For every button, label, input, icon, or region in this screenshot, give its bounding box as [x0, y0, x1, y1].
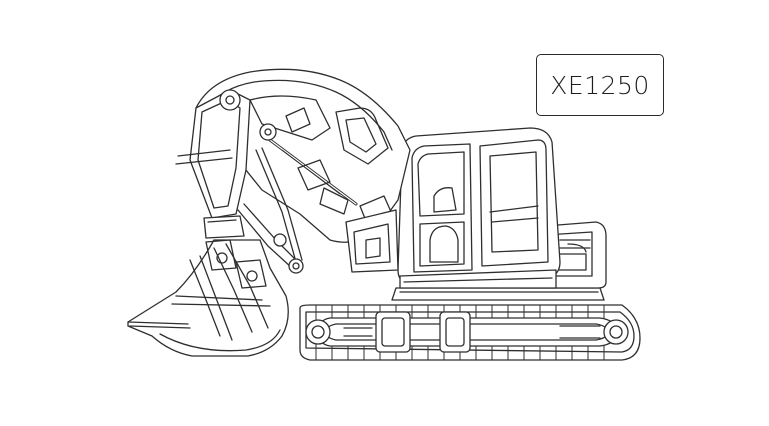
stick-and-linkage: [175, 89, 304, 274]
model-label: XE1250: [550, 70, 650, 100]
model-badge: XE1250: [536, 54, 664, 116]
operator-cab: [397, 127, 561, 289]
track-assembly: [299, 304, 641, 361]
bucket: [127, 239, 289, 357]
